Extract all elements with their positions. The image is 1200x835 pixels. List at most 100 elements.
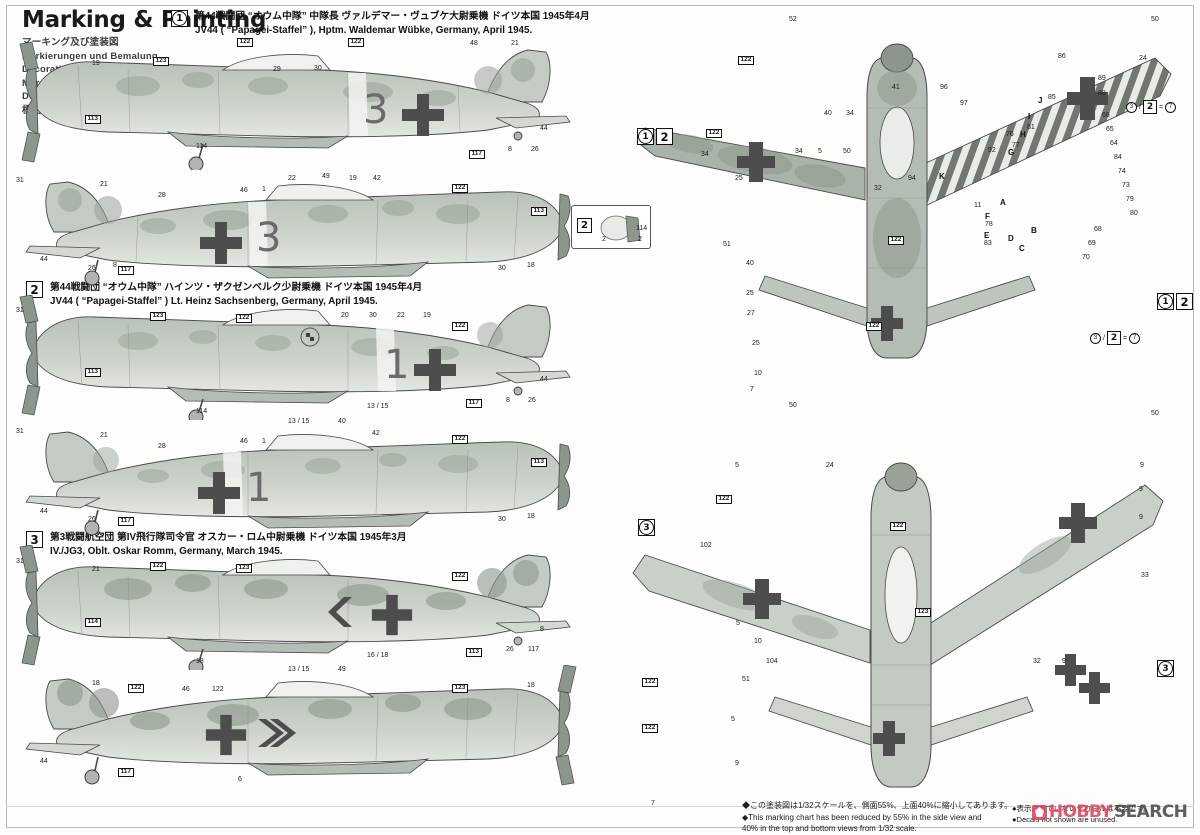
callout-st-76: 76 bbox=[1006, 131, 1014, 138]
ratio-slash-1: / bbox=[1139, 103, 1141, 111]
panel-lines bbox=[871, 534, 931, 706]
panel-lines bbox=[247, 692, 519, 763]
ratio-right-1: 7 bbox=[1165, 101, 1177, 113]
view-badge-3b: 3 bbox=[1157, 660, 1174, 677]
balkenkreuz-port-wing bbox=[737, 142, 775, 182]
callout-st-65: 65 bbox=[1106, 126, 1114, 133]
fuselage-code-1: 3 bbox=[363, 87, 389, 133]
callout-p5-26: 117 bbox=[528, 646, 540, 653]
marking-caption-jp-1: 第44戦闘団 “オウム中隊” 中隊長 ヴァルデマー・ヴュブケ大尉乗機 ドイツ本国… bbox=[195, 11, 590, 22]
ratio-equals-2: = bbox=[1122, 334, 1128, 342]
callout-p5-122a: 122 bbox=[150, 562, 166, 571]
callout-bv-7: 7 bbox=[651, 800, 655, 807]
tail-wheel bbox=[513, 636, 523, 646]
callout-p4-1: 1 bbox=[262, 438, 266, 445]
ratio-slash-2: / bbox=[1103, 334, 1105, 342]
fuselage-band bbox=[223, 452, 243, 516]
callout-p3-117: 117 bbox=[466, 399, 482, 408]
callout-p1-122a: 122 bbox=[237, 38, 253, 47]
ratio-left-2: 3 bbox=[1090, 332, 1101, 344]
propeller-blade-upper bbox=[19, 545, 39, 574]
side-profile-3: 1 bbox=[18, 295, 578, 420]
callout-p4-30: 30 bbox=[498, 516, 506, 523]
letter-callout-K: K bbox=[939, 172, 945, 181]
watermark-brand-second: SEARCH bbox=[1113, 802, 1188, 822]
callout-tv-40b: 40 bbox=[746, 260, 754, 267]
hobby-search-watermark: HOBBY SEARCH bbox=[1032, 802, 1188, 822]
callout-bv-9c: 9 bbox=[1139, 514, 1143, 521]
ratio-box-1: 2 bbox=[1142, 100, 1157, 114]
inset-badge: 2 bbox=[577, 218, 592, 233]
ratio-left-1: 3 bbox=[1126, 101, 1137, 113]
panel-lines bbox=[77, 570, 349, 641]
hobby-search-logo-icon bbox=[1032, 804, 1047, 820]
callout-st-73: 73 bbox=[1122, 182, 1130, 189]
callout-p2-8: 8 bbox=[113, 262, 117, 269]
canopy bbox=[265, 184, 375, 201]
balkenkreuz-1 bbox=[402, 94, 444, 136]
side-profile-2: 3 bbox=[18, 168, 578, 288]
balkenkreuz-6 bbox=[205, 714, 247, 756]
belly-panel bbox=[884, 546, 918, 644]
marking-badge-2: 2 bbox=[26, 281, 43, 298]
view-badge-top-12: 1 2 bbox=[637, 128, 673, 145]
starboard-stabilizer bbox=[926, 275, 1036, 327]
wing-root bbox=[166, 386, 349, 404]
callout-tv-51: 51 bbox=[723, 241, 731, 248]
callout-tv-50: 50 bbox=[1151, 16, 1159, 23]
letter-callout-G: G bbox=[1008, 148, 1015, 157]
callout-bv-123: 123 bbox=[915, 608, 931, 617]
port-stabilizer bbox=[758, 275, 868, 327]
callout-tv-50b: 50 bbox=[843, 148, 851, 155]
fuselage bbox=[31, 566, 540, 643]
inset-part-drawing bbox=[600, 215, 641, 243]
callout-tv-41: 41 bbox=[892, 84, 900, 91]
spinner bbox=[880, 43, 914, 73]
callout-p5-21: 21 bbox=[92, 566, 100, 573]
panel-lines bbox=[867, 107, 927, 269]
callout-p2-31: 31 bbox=[16, 177, 24, 184]
wing-root bbox=[247, 261, 430, 279]
callout-p3-123: 123 bbox=[150, 312, 166, 321]
view-badge-3a: 3 bbox=[638, 519, 655, 536]
callout-p1-30: 30 bbox=[314, 65, 322, 72]
side-profile-4: 1 bbox=[18, 418, 578, 538]
horizontal-stabilizer bbox=[25, 245, 101, 259]
view-badge-top-2: 2 bbox=[656, 128, 673, 145]
watermark-brand-first: HOBBY bbox=[1049, 802, 1113, 822]
callout-tv-27: 27 bbox=[747, 310, 755, 317]
callout-tv-122c: 122 bbox=[888, 236, 904, 245]
marking-caption-text-2: 第44戦闘団 “オウム中隊” ハインツ・ザクゼンベルク少尉乗機 ドイツ本国 19… bbox=[50, 281, 422, 308]
camouflage-mottle bbox=[57, 680, 492, 730]
callout-p5-122b: 122 bbox=[452, 572, 468, 581]
callout-p6-18: 18 bbox=[92, 680, 100, 687]
callout-tv-52: 52 bbox=[789, 16, 797, 23]
callout-p2-28: 28 bbox=[158, 192, 166, 199]
callout-st-85: 85 bbox=[1048, 94, 1056, 101]
callout-tv-122d: 122 bbox=[866, 322, 882, 331]
callout-bv-5c: 5 bbox=[731, 716, 735, 723]
spinner bbox=[557, 193, 571, 261]
callout-p2-26: 26 bbox=[88, 265, 96, 272]
callout-p1-114: 114 bbox=[196, 143, 208, 150]
callout-tv-96: 96 bbox=[940, 84, 948, 91]
callout-tv-102: 34 bbox=[701, 151, 709, 158]
main-landing-gear bbox=[188, 398, 204, 420]
marking-caption-en-2: JV44 ( “Papagei-Staffel” ) Lt. Heinz Sac… bbox=[50, 296, 378, 308]
letter-callout-I: I bbox=[1028, 112, 1031, 121]
inset-detail-box: 2 2 2 bbox=[571, 205, 651, 249]
letter-callout-D: D bbox=[1008, 234, 1014, 243]
callout-st-79: 79 bbox=[1126, 196, 1134, 203]
wing-root bbox=[166, 636, 349, 654]
tail-wheel bbox=[513, 131, 523, 141]
balkenkreuz-port-wing-bottom bbox=[743, 579, 781, 619]
balkenkreuz-starboard-wing bbox=[1067, 77, 1108, 120]
callout-p2-117: 117 bbox=[118, 266, 134, 275]
callout-bv-5b: 5 bbox=[736, 620, 740, 627]
callout-p4-21: 21 bbox=[100, 432, 108, 439]
fuselage bbox=[31, 316, 540, 393]
fuselage-band bbox=[248, 202, 268, 266]
marking-caption-jp-2: 第44戦闘団 “オウム中隊” ハインツ・ザクゼンベルク少尉乗機 ドイツ本国 19… bbox=[50, 282, 423, 293]
callout-bv-10: 10 bbox=[754, 638, 762, 645]
callout-p2-49: 49 bbox=[322, 173, 330, 180]
